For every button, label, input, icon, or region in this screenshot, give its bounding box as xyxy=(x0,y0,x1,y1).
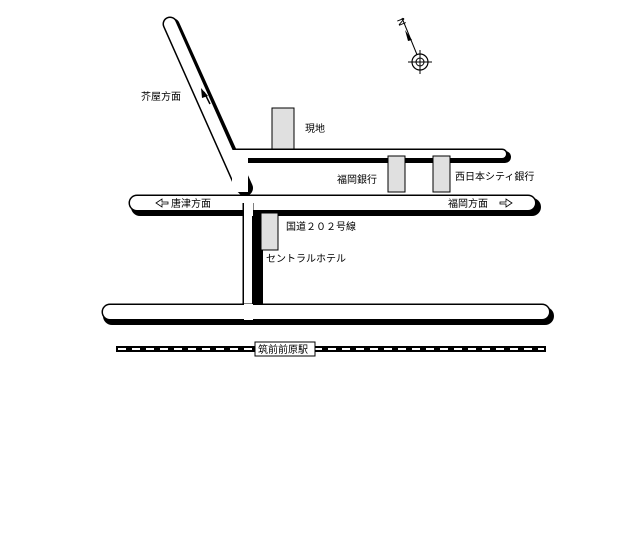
arrow-right-icon xyxy=(499,198,513,208)
station-label-box xyxy=(254,341,316,357)
fukuoka-bank-building xyxy=(387,155,406,193)
hotel-label: セントラルホテル xyxy=(266,253,346,265)
railway xyxy=(116,346,546,352)
buildings xyxy=(260,107,451,251)
north-label: N xyxy=(394,17,407,28)
site-label: 現地 xyxy=(305,122,325,135)
compass-icon xyxy=(401,17,432,74)
arrow-left-icon xyxy=(155,198,169,208)
nishinippon-bank-label: 西日本シティ銀行 xyxy=(455,170,534,183)
nishinippon-bank-building xyxy=(432,155,451,193)
arrow-up-icon xyxy=(201,88,211,105)
akuya-direction-label: 芥屋方面 xyxy=(141,90,181,103)
station-label: 筑前前原駅 xyxy=(258,343,308,356)
fukuoka-direction-label: 福岡方面 xyxy=(448,197,488,210)
fukuoka-bank-label: 福岡銀行 xyxy=(337,173,377,186)
hotel-building xyxy=(260,212,279,251)
karatsu-direction-label: 唐津方面 xyxy=(171,197,211,210)
site-building xyxy=(271,107,295,150)
route-label: 国道２０２号線 xyxy=(286,220,356,233)
roads xyxy=(101,16,551,321)
